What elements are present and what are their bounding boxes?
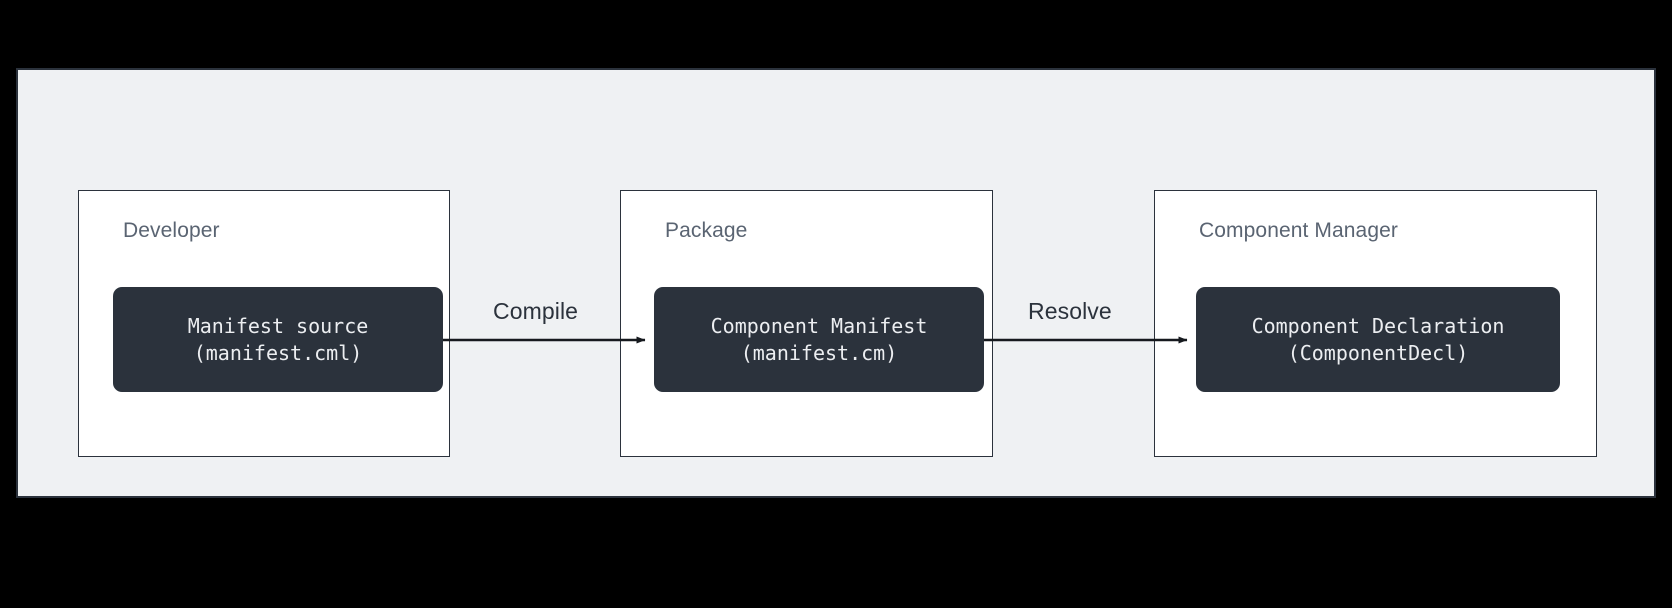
node-component-declaration-line2: (ComponentDecl) (1287, 340, 1469, 365)
group-label-developer: Developer (123, 219, 220, 242)
node-manifest-source-line2: (manifest.cml) (193, 340, 363, 365)
group-label-package: Package (665, 219, 748, 242)
node-component-declaration-line1: Component Declaration (1251, 313, 1505, 338)
node-component-manifest[interactable]: Component Manifest (manifest.cm) (654, 287, 984, 392)
node-manifest-source[interactable]: Manifest source (manifest.cml) (113, 287, 443, 392)
node-component-declaration[interactable]: Component Declaration (ComponentDecl) (1196, 287, 1560, 392)
edge-label-resolve: Resolve (1022, 296, 1118, 327)
node-component-manifest-line2: (manifest.cm) (740, 340, 898, 365)
node-manifest-source-line1: Manifest source (187, 313, 369, 338)
node-component-manifest-line1: Component Manifest (710, 313, 928, 338)
edge-label-compile: Compile (487, 296, 585, 327)
group-label-component-manager: Component Manager (1199, 219, 1398, 242)
